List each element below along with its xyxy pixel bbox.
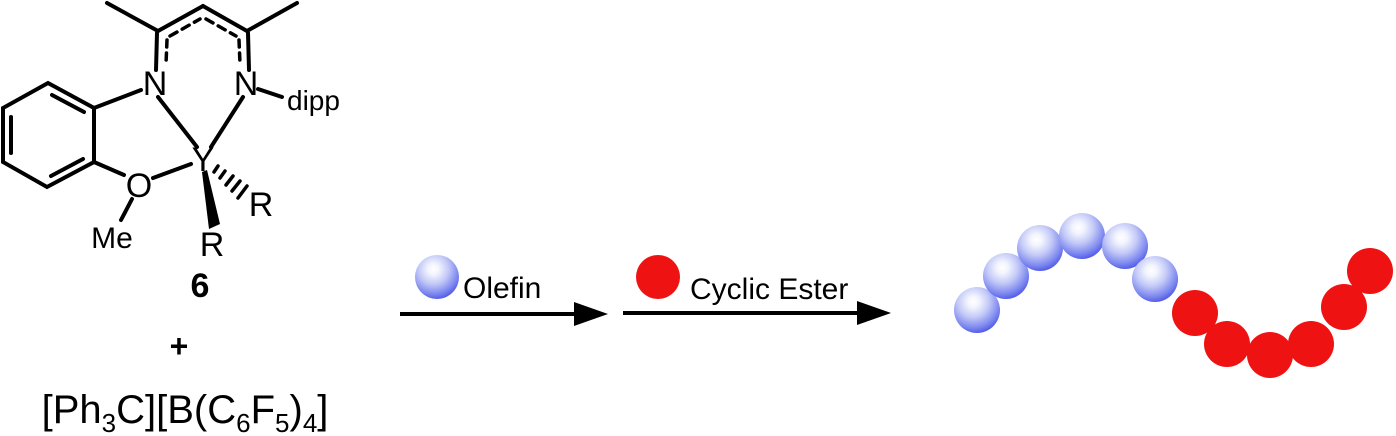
bond-cn-right xyxy=(246,31,251,72)
bond-o-me xyxy=(119,197,134,222)
cyclic-ester-monomer-circle xyxy=(636,255,680,299)
bond-ring-o xyxy=(92,160,126,177)
bond-n-y-left xyxy=(156,95,199,149)
olefin-step-label: Olefin xyxy=(463,272,542,305)
polymer-bead-red xyxy=(1204,321,1250,367)
bond-lines xyxy=(1,1,299,222)
plus-sign: + xyxy=(170,328,189,364)
bond-n-y-right xyxy=(209,95,245,149)
cyclic-ester-step-label: Cyclic Ester xyxy=(690,273,849,306)
arrow-head-2-icon xyxy=(857,301,891,325)
polymer-bead-red xyxy=(1347,248,1393,294)
r-group-lower: R xyxy=(200,226,225,264)
r-group-upper: R xyxy=(249,186,274,224)
catalyst-structure: N N dipp Y O Me R R 6 + xyxy=(1,1,340,364)
cocatalyst-formula: [Ph3C][B(C6F5)4] xyxy=(41,388,329,436)
atom-n-left: N xyxy=(143,65,168,103)
bond-o-y xyxy=(151,162,193,180)
compound-number: 6 xyxy=(191,267,210,305)
arrow-head-1-icon xyxy=(574,302,608,326)
olefin-monomer-sphere xyxy=(415,255,459,299)
atom-n-right: N xyxy=(234,65,259,103)
bond-backbone-left xyxy=(156,4,205,33)
dipp-label: dipp xyxy=(287,85,340,116)
benzene-ring xyxy=(1,80,96,190)
hashed-wedge-bond xyxy=(212,164,249,200)
bond-backbone-right xyxy=(201,4,249,33)
bond-methyl-right xyxy=(245,1,299,33)
bold-wedge-bond xyxy=(202,170,220,229)
bond-ring-n xyxy=(92,88,143,110)
polymer-bead-red xyxy=(1247,332,1293,378)
polymer-bead-blue xyxy=(1017,225,1063,271)
bond-methyl-left xyxy=(105,1,160,33)
bond-cn-left xyxy=(154,31,159,72)
methoxy-label: Me xyxy=(91,222,133,255)
polymer-bead-blue xyxy=(1059,213,1105,259)
atom-yttrium: Y xyxy=(192,141,215,179)
polymer-bead-red xyxy=(1288,321,1334,367)
arrow-line-1 xyxy=(400,312,576,316)
arrow-line-2 xyxy=(623,311,859,315)
polymer-bead-blue xyxy=(1132,256,1178,302)
atom-oxygen: O xyxy=(126,167,152,205)
bond-n-dipp xyxy=(256,87,284,99)
